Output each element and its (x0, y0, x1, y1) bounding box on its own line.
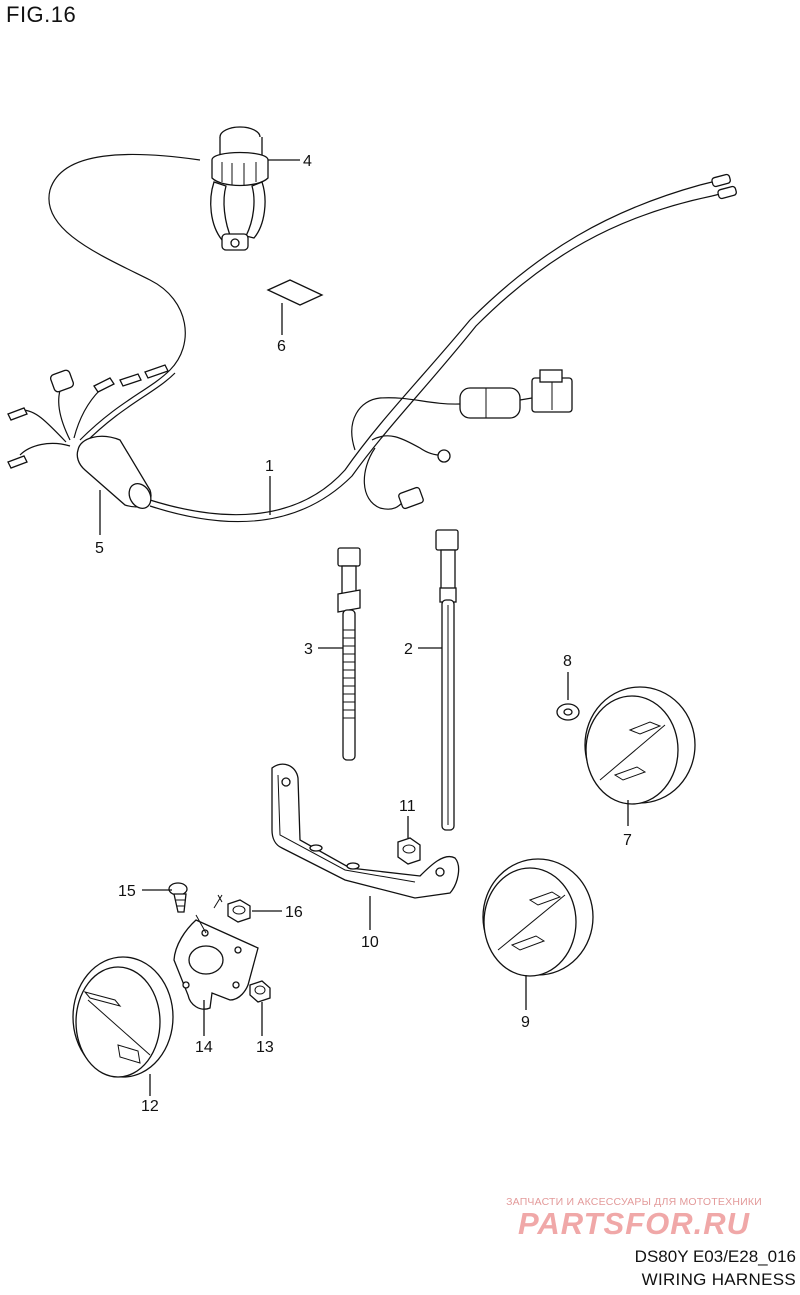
reflector-bracket (271, 763, 460, 899)
watermark-caption: ЗАПЧАСТИ И АКСЕССУАРЫ ДЛЯ МОТОТЕХНИКИ (506, 1196, 762, 1208)
horn-switch (210, 126, 269, 251)
nut-11 (397, 837, 421, 865)
callout-7: 7 (623, 832, 632, 849)
reflector-9 (482, 858, 594, 977)
watermark-logo: PARTSFOR.RU (517, 1206, 751, 1241)
callout-16: 16 (285, 904, 303, 921)
callout-8: 8 (563, 653, 572, 670)
figure-title: FIG.16 (6, 2, 77, 27)
callout-2: 2 (404, 641, 413, 658)
cable-tie-long (435, 529, 459, 831)
callout-15: 15 (118, 883, 136, 900)
callout-13: 13 (256, 1039, 274, 1056)
cable-tie-short (337, 547, 361, 761)
reflector-7 (584, 686, 696, 805)
screw-15 (168, 882, 188, 913)
collar-13 (249, 980, 271, 1003)
callout-9: 9 (521, 1014, 530, 1031)
watermark: ЗАПЧАСТИ И АКСЕССУАРЫ ДЛЯ МОТОТЕХНИКИ PA… (484, 1196, 784, 1242)
nut-16 (227, 899, 251, 923)
leader-lines (99, 159, 629, 1096)
callout-10: 10 (361, 934, 379, 951)
small-bracket (173, 919, 259, 1010)
callout-4: 4 (303, 153, 312, 170)
label-sticker (266, 279, 324, 306)
reflector-12 (72, 956, 174, 1078)
callout-1: 1 (265, 458, 274, 475)
callout-3: 3 (304, 641, 313, 658)
washer (556, 703, 580, 721)
callout-5: 5 (95, 540, 104, 557)
callout-6: 6 (277, 338, 286, 355)
callout-12: 12 (141, 1098, 159, 1115)
wiring-harness (7, 153, 737, 523)
diagram-subtitle: WIRING HARNESS (641, 1270, 796, 1289)
callout-11: 11 (399, 798, 416, 815)
callout-14: 14 (195, 1039, 213, 1056)
diagram-code: DS80Y E03/E28_016 (634, 1247, 796, 1266)
